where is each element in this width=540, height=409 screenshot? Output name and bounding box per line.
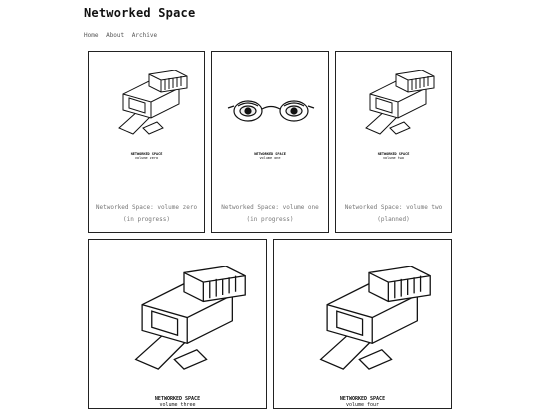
cover-title: NETWORKED SPACE <box>154 396 201 402</box>
book-caption[interactable]: Networked Space: volume one <box>221 204 319 211</box>
nav-home-link[interactable]: Home <box>84 32 99 39</box>
cover-subtitle: volume zero <box>134 156 159 160</box>
book-card-volume-three[interactable]: NETWORKED SPACE volume three <box>88 239 267 409</box>
ethernet-plug-icon <box>365 70 435 135</box>
cover-subtitle: volume two <box>382 156 405 160</box>
book-card-volume-zero[interactable]: NETWORKED SPACE volume zero Networked Sp… <box>88 51 205 233</box>
site-title[interactable]: Networked Space <box>84 6 196 20</box>
nav-archive-link[interactable]: Archive <box>131 32 158 39</box>
book-status: (planned) <box>377 216 410 223</box>
cover-title: NETWORKED SPACE <box>254 152 286 156</box>
main-nav: Home About Archive <box>84 32 161 39</box>
ethernet-plug-icon <box>319 266 431 370</box>
ethernet-plug-icon <box>118 70 188 135</box>
cover-title: NETWORKED SPACE <box>130 152 163 156</box>
book-caption[interactable]: Networked Space: volume zero <box>95 204 198 211</box>
book-card-volume-one[interactable]: NETWORKED SPACE volume one Networked Spa… <box>211 51 329 233</box>
book-card-volume-two[interactable]: NETWORKED SPACE volume two Networked Spa… <box>335 51 452 233</box>
eyeglasses-icon <box>227 100 315 122</box>
cover-subtitle: volume one <box>259 156 281 160</box>
book-caption[interactable]: Networked Space: volume two <box>344 204 443 211</box>
cover-title: NETWORKED SPACE <box>377 152 410 156</box>
book-status: (in progress) <box>246 216 294 223</box>
book-status: (in progress) <box>123 216 170 223</box>
ethernet-plug-icon <box>134 266 246 370</box>
cover-subtitle: volume four <box>345 402 380 408</box>
cover-subtitle: volume three <box>159 402 196 408</box>
cover-title: NETWORKED SPACE <box>339 396 386 402</box>
book-card-volume-four[interactable]: NETWORKED SPACE volume four <box>273 239 452 409</box>
nav-about-link[interactable]: About <box>106 32 125 39</box>
